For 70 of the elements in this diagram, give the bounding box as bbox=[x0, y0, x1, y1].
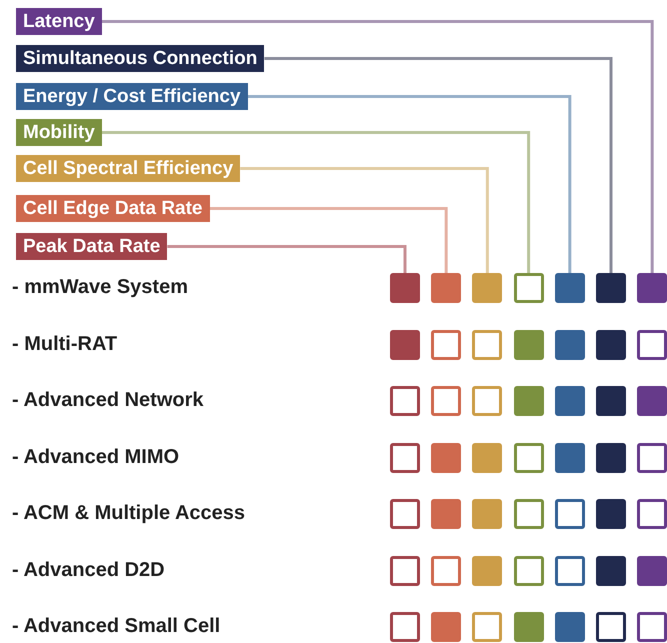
filled-square bbox=[554, 273, 585, 303]
filled-square bbox=[596, 499, 626, 529]
leader-line bbox=[264, 57, 612, 273]
empty-square bbox=[554, 556, 585, 586]
empty-square bbox=[472, 612, 502, 642]
leader-line bbox=[167, 245, 406, 273]
empty-square bbox=[390, 556, 420, 586]
filled-square bbox=[596, 273, 626, 303]
category-tag: Cell Edge Data Rate bbox=[16, 195, 210, 222]
empty-square bbox=[637, 499, 667, 529]
leader-line bbox=[240, 167, 489, 273]
empty-square bbox=[514, 442, 544, 472]
filled-square bbox=[596, 330, 626, 360]
empty-square bbox=[431, 556, 462, 586]
empty-square bbox=[390, 499, 420, 529]
leader-line bbox=[248, 95, 572, 273]
empty-square bbox=[596, 612, 626, 642]
leader-line bbox=[102, 20, 654, 273]
filled-square bbox=[637, 273, 667, 303]
filled-square bbox=[596, 386, 626, 416]
filled-square bbox=[554, 330, 585, 360]
filled-square bbox=[596, 556, 626, 586]
category-tag: Latency bbox=[16, 8, 102, 35]
row-label: - mmWave System bbox=[12, 276, 188, 299]
empty-square bbox=[431, 386, 462, 416]
leader-line bbox=[210, 207, 448, 273]
empty-square bbox=[554, 499, 585, 529]
empty-square bbox=[390, 612, 420, 642]
row-label: - Advanced MIMO bbox=[12, 446, 180, 468]
empty-square bbox=[514, 556, 544, 586]
category-tag: Peak Data Rate bbox=[16, 233, 168, 260]
filled-square bbox=[472, 499, 502, 529]
category-tag: Mobility bbox=[16, 119, 102, 146]
row-label: - Advanced D2D bbox=[12, 558, 165, 582]
filled-square bbox=[514, 612, 544, 642]
filled-square bbox=[390, 330, 420, 360]
filled-square bbox=[472, 556, 502, 586]
category-tag: Cell Spectral Efficiency bbox=[16, 155, 240, 182]
row-label: - ACM & Multiple Access bbox=[12, 502, 245, 525]
filled-square bbox=[637, 556, 667, 586]
empty-square bbox=[514, 499, 544, 529]
empty-square bbox=[472, 386, 502, 416]
empty-square bbox=[472, 330, 502, 360]
filled-square bbox=[554, 386, 585, 416]
filled-square bbox=[431, 612, 462, 642]
row-label: - Multi-RAT bbox=[12, 332, 118, 356]
filled-square bbox=[472, 442, 502, 472]
category-tag: Simultaneous Connection bbox=[16, 45, 264, 72]
empty-square bbox=[390, 386, 420, 416]
filled-square bbox=[431, 273, 462, 303]
leader-line bbox=[102, 131, 530, 273]
empty-square bbox=[637, 442, 667, 472]
filled-square bbox=[514, 386, 544, 416]
filled-square bbox=[554, 612, 585, 642]
filled-square bbox=[554, 442, 585, 472]
row-label: - Advanced Small Cell bbox=[12, 615, 220, 638]
filled-square bbox=[637, 386, 667, 416]
filled-square bbox=[431, 442, 462, 472]
filled-square bbox=[514, 330, 544, 360]
row-label: - Advanced Network bbox=[12, 389, 204, 412]
filled-square bbox=[431, 499, 462, 529]
empty-square bbox=[637, 330, 667, 360]
empty-square bbox=[637, 612, 667, 642]
empty-square bbox=[431, 330, 462, 360]
category-tag: Energy / Cost Efficiency bbox=[16, 83, 248, 110]
empty-square bbox=[514, 273, 544, 303]
filled-square bbox=[596, 442, 626, 472]
filled-square bbox=[472, 273, 502, 303]
empty-square bbox=[390, 442, 420, 472]
filled-square bbox=[390, 273, 420, 303]
